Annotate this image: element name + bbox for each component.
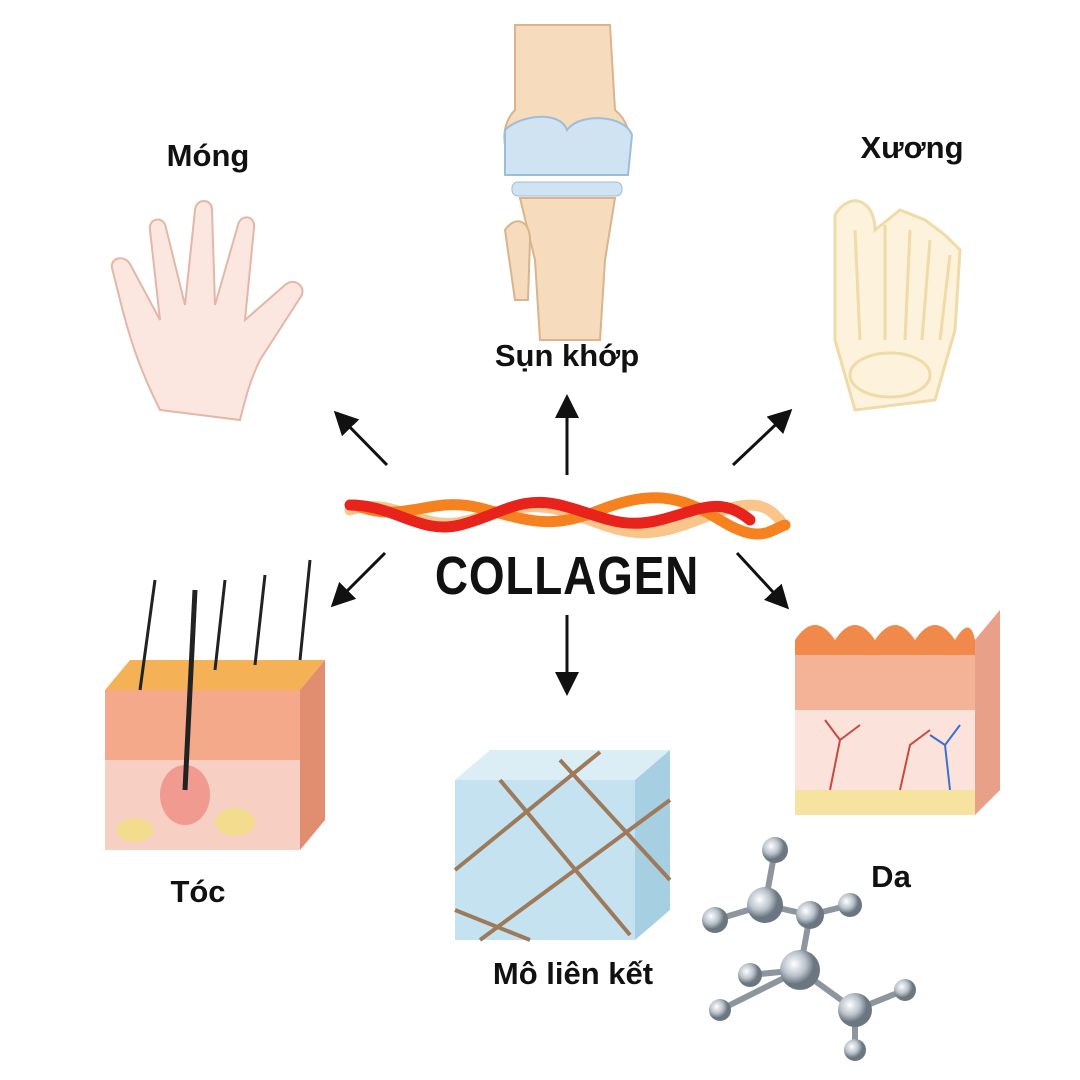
label-hair: Tóc [170, 874, 226, 909]
hair-skin-illustration [105, 559, 325, 850]
arrow-to-nails [333, 410, 389, 467]
label-nails: Móng [166, 138, 250, 173]
skin-layers-illustration [795, 610, 1000, 815]
arrow-to-skin [735, 551, 790, 610]
label-skin: Da [871, 859, 911, 894]
foot-bones-illustration [833, 199, 962, 412]
knee-joint-illustration [503, 24, 634, 341]
label-connective-tissue: Mô liên kết [492, 956, 654, 991]
arrow-to-hair [330, 551, 387, 608]
collagen-title: COLLAGEN [434, 546, 700, 606]
connective-tissue-illustration [453, 750, 672, 942]
collagen-strand-icon [344, 492, 791, 540]
arrow-to-bone [731, 408, 793, 467]
label-cartilage: Sụn khớp [494, 338, 640, 373]
molecule-illustration [702, 837, 916, 1061]
hand-illustration [110, 200, 304, 422]
label-bone: Xương [860, 130, 964, 165]
